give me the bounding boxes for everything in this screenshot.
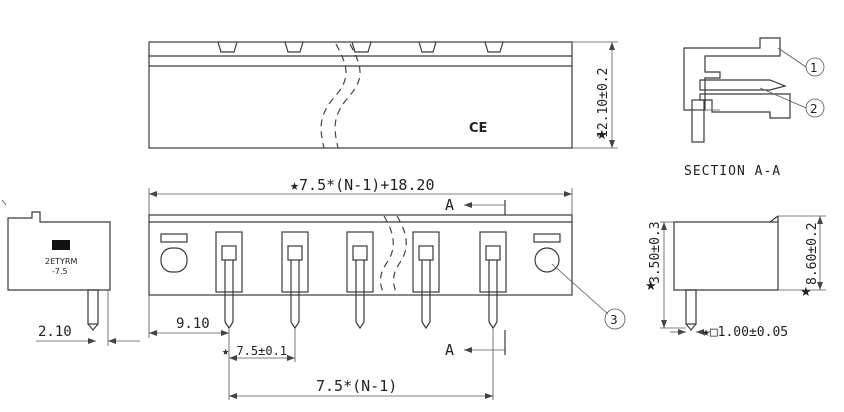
star-mark: ★ (645, 279, 657, 294)
ce-mark: CE (469, 121, 487, 136)
pin (346, 231, 374, 330)
break-line (334, 43, 361, 149)
top-slot (351, 41, 372, 53)
right-side-pin (685, 289, 697, 325)
dim-pin-span: 7.5*(N-1) (316, 377, 397, 395)
right-side-view: 3.50±0.3 ★ 8.60±0.2 ★ ★□1.00±0.05 (645, 215, 826, 340)
callout-3-label: 3 (610, 313, 618, 327)
top-slot (484, 41, 504, 53)
star-mark: ★ (800, 285, 812, 300)
mount-hole-left (160, 247, 188, 273)
logo-mark (52, 240, 70, 250)
top-slot (418, 41, 437, 53)
part-number: 2ETYRM (45, 257, 77, 266)
left-side-view: 2ETYRM -7.5 2.10 (1, 199, 140, 346)
dim-end-offset: 9.10 (176, 316, 210, 332)
front-view: ★7.5*(N-1)+18.20 A (148, 176, 626, 400)
section-marker-top: A (445, 196, 454, 214)
left-side-body (7, 211, 111, 291)
section-contact (699, 79, 787, 91)
pin (479, 231, 507, 330)
section-pin (691, 99, 705, 143)
top-slot (284, 41, 304, 53)
mount-hole-right (534, 247, 560, 273)
dim-pin-height: 3.50±0.3 (648, 221, 663, 284)
part-pitch: -7.5 (52, 267, 68, 276)
section-view: 1 2 SECTION A-A (683, 37, 825, 179)
star-mark: ★ (596, 128, 608, 143)
section-housing (683, 37, 781, 111)
pin (215, 231, 243, 330)
dim-overall-length: ★7.5*(N-1)+18.20 (290, 176, 435, 194)
callout-1-label: 1 (810, 61, 818, 75)
dim-pin-pitch: ★ 7.5±0.1 (222, 344, 287, 358)
right-side-body (673, 221, 779, 291)
callout-2-label: 2 (810, 102, 818, 116)
break-line (379, 215, 394, 295)
callout-2 (805, 98, 825, 118)
section-marker-bottom: A (445, 341, 454, 359)
section-title: SECTION A-A (684, 164, 781, 179)
front-body (148, 214, 573, 296)
section-clamp (699, 93, 791, 119)
callout-3 (604, 308, 626, 330)
pin (281, 231, 309, 330)
dim-pin-square: ★□1.00±0.05 (702, 325, 788, 340)
top-view: CE 12.10±0.2 ★ (148, 41, 618, 149)
dim-right-height: 8.60±0.2 (805, 222, 820, 285)
dim-side-pin-offset: 2.10 (38, 324, 72, 340)
side-pin (87, 289, 99, 325)
break-line (392, 215, 407, 295)
dim-height-top: 12.10±0.2 (596, 68, 611, 138)
top-view-body (148, 41, 573, 149)
pin (412, 231, 440, 330)
callout-1 (805, 57, 825, 77)
break-line (320, 43, 347, 149)
top-slot (217, 41, 238, 53)
